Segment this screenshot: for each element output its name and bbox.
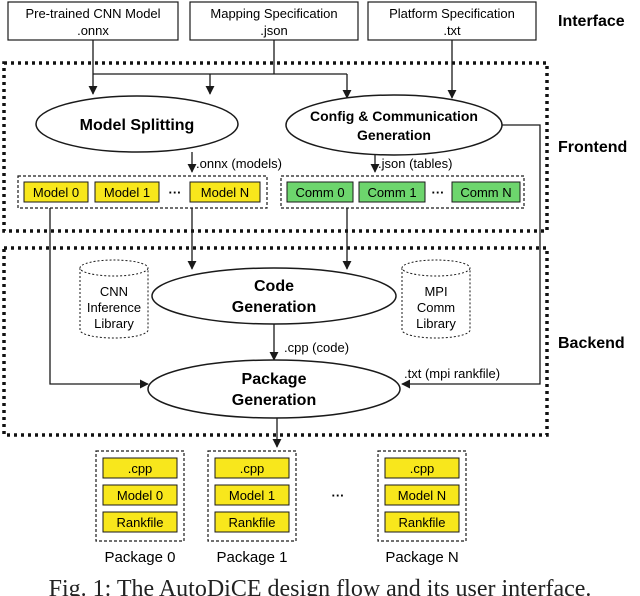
platform-spec-input: Platform Specification .txt — [367, 1, 537, 41]
mpi-library-label-2: Comm — [417, 300, 455, 315]
cnn-model-format: .onnx — [77, 23, 109, 38]
package-0-row-model: Model 0 — [117, 488, 163, 503]
code-generation-label-2: Generation — [232, 299, 316, 316]
models-ellipsis: ··· — [169, 185, 182, 200]
cnn-library-label-2: Inference — [87, 300, 141, 315]
package-0-row-rankfile: Rankfile — [117, 515, 164, 530]
mpi-library-cylinder: MPI Comm Library — [401, 259, 471, 339]
package-generation-label-2: Generation — [232, 392, 316, 409]
comm-0-label: Comm 0 — [295, 185, 344, 200]
code-generation-label-1: Code — [254, 278, 294, 295]
model-1-box: Model 1 — [94, 181, 160, 203]
package-1-row-model: Model 1 — [229, 488, 275, 503]
package-n-row-rankfile: Rankfile — [399, 515, 446, 530]
package-1-row-rankfile: Rankfile — [229, 515, 276, 530]
config-comm-node — [285, 94, 503, 156]
comm-1-box: Comm 1 — [358, 181, 426, 203]
package-n-name: Package N — [385, 549, 458, 566]
package-generation-node — [147, 359, 401, 419]
models-format-label: .onnx (models) — [196, 156, 282, 171]
package-n: .cpp Model N Rankfile Package N — [377, 450, 467, 566]
comm-n-label: Comm N — [460, 185, 511, 200]
package-0: .cpp Model 0 Rankfile Package 0 — [95, 450, 185, 566]
mapping-spec-input: Mapping Specification .json — [189, 1, 359, 41]
input-connectors — [88, 40, 457, 99]
package-generation-label-1: Package — [242, 371, 307, 388]
platform-spec-title: Platform Specification — [389, 6, 515, 21]
platform-spec-format: .txt — [443, 23, 461, 38]
package-0-row-cpp: .cpp — [128, 461, 153, 476]
model-splitting-label: Model Splitting — [80, 117, 195, 134]
model-splitting-node — [35, 95, 239, 153]
package-1-name: Package 1 — [217, 549, 288, 566]
config-comm-label-1: Config & Communication — [310, 108, 478, 124]
cnn-library-cylinder: CNN Inference Library — [79, 259, 149, 339]
model-1-label: Model 1 — [104, 185, 150, 200]
cnn-library-label-1: CNN — [100, 284, 128, 299]
cnn-library-label-3: Library — [94, 316, 134, 331]
figure-caption: Fig. 1: The AutoDiCE design flow and its… — [48, 576, 592, 596]
design-flow-diagram: Pre-trained CNN Model .onnx Mapping Spec… — [2, 1, 627, 566]
package-0-name: Package 0 — [105, 549, 176, 566]
model-n-label: Model N — [201, 185, 249, 200]
comms-ellipsis: ··· — [432, 185, 445, 200]
mapping-spec-title: Mapping Specification — [210, 6, 337, 21]
frontend-frame — [2, 61, 549, 233]
interface-label: Interface — [558, 13, 625, 30]
tables-format-label: .json (tables) — [378, 156, 452, 171]
package-1-row-cpp: .cpp — [240, 461, 265, 476]
package-1: .cpp Model 1 Rankfile Package 1 — [207, 450, 297, 566]
package-n-row-cpp: .cpp — [410, 461, 435, 476]
comm-0-box: Comm 0 — [286, 181, 354, 203]
model-n-box: Model N — [189, 181, 261, 203]
frontend-label: Frontend — [558, 139, 627, 156]
packages-ellipsis: ··· — [332, 488, 345, 503]
backend-frame — [2, 246, 549, 437]
mpi-library-label-1: MPI — [424, 284, 447, 299]
frontend-backend-connectors — [49, 124, 541, 389]
cnn-model-input: Pre-trained CNN Model .onnx — [7, 1, 179, 41]
model-0-label: Model 0 — [33, 185, 79, 200]
package-n-row-model: Model N — [398, 488, 446, 503]
mapping-spec-format: .json — [260, 23, 287, 38]
comm-n-box: Comm N — [451, 181, 521, 203]
code-format-label: .cpp (code) — [284, 340, 349, 355]
config-comm-label-2: Generation — [357, 127, 431, 143]
backend-label: Backend — [558, 335, 625, 352]
cnn-model-title: Pre-trained CNN Model — [25, 6, 160, 21]
model-0-box: Model 0 — [23, 181, 89, 203]
rankfile-format-label: .txt (mpi rankfile) — [404, 366, 500, 381]
mpi-library-label-3: Library — [416, 316, 456, 331]
comm-1-label: Comm 1 — [367, 185, 416, 200]
